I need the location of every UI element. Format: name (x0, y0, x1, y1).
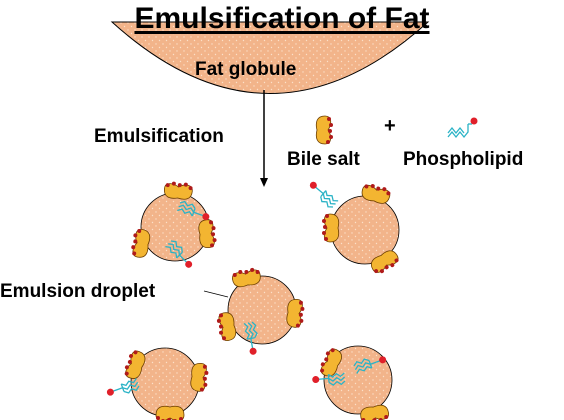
plus-sign: + (384, 115, 396, 137)
bile-salt-label: Bile salt (287, 149, 360, 170)
emulsion-droplet (105, 347, 210, 420)
emulsion-droplet (305, 179, 402, 277)
fat-globule (110, 21, 430, 94)
droplet-leader-line (203, 290, 229, 298)
phospholipid-legend-icon (447, 117, 478, 139)
bile-salt-legend-icon (315, 115, 334, 145)
diagram-title: Emulsification of Fat (134, 2, 430, 35)
emulsion-droplet-label: Emulsion droplet (0, 281, 156, 302)
arrow-head (260, 178, 268, 187)
emulsion-droplet (311, 345, 393, 420)
emulsion-droplet (215, 266, 306, 357)
emulsion-droplet (129, 180, 218, 271)
phospholipid-label: Phospholipid (403, 149, 524, 170)
fat-globule-label: Fat globule (195, 59, 297, 80)
emulsification-label: Emulsification (94, 126, 224, 147)
